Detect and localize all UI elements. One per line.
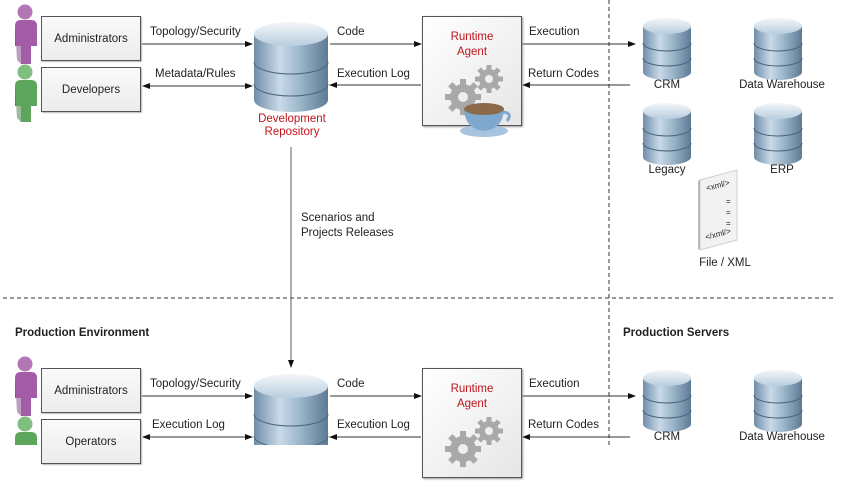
flow-label-metadata-rules: Metadata/Rules <box>155 68 236 80</box>
production-servers-title: Production Servers <box>623 327 730 339</box>
prod-flow-label-topology-security: Topology/Security <box>150 378 241 390</box>
architecture-diagram: <xml/> = = = </xml/> Administrators Deve… <box>3 0 836 478</box>
administrators-box: Administrators <box>41 16 141 61</box>
legacy-database-icon <box>642 103 692 165</box>
prod-runtime-agent-box: Runtime Agent <box>422 368 522 478</box>
person-purple-icon <box>15 4 37 64</box>
operators-label: Operators <box>65 435 117 448</box>
prod-flow-label-execution-log: Execution Log <box>337 419 410 431</box>
person-green-icon <box>15 64 37 122</box>
crm-database-icon <box>642 18 692 80</box>
xml-file-icon: <xml/> = = = </xml/> <box>698 169 738 251</box>
svg-text:=: = <box>726 197 731 206</box>
flow-label-execution: Execution <box>529 26 580 38</box>
prod-flow-label-return-codes: Return Codes <box>528 419 599 431</box>
development-repository-label: Development Repository <box>258 113 326 138</box>
administrators-label: Administrators <box>54 32 128 45</box>
data-warehouse-database-icon <box>753 18 803 80</box>
prod-data-warehouse-database-icon <box>753 370 803 432</box>
operators-box: Operators <box>41 419 141 464</box>
developers-label: Developers <box>61 83 121 96</box>
flow-label-topology-security: Topology/Security <box>150 26 241 38</box>
prod-server-label-data-warehouse: Data Warehouse <box>739 431 825 443</box>
prod-gears-icon <box>445 417 503 467</box>
person-purple-icon <box>15 356 37 416</box>
prod-server-label-crm: CRM <box>653 431 681 443</box>
server-label-crm: CRM <box>653 79 681 91</box>
development-repository-icon <box>253 22 329 112</box>
production-environment-title: Production Environment <box>15 327 150 339</box>
gears-coffee-icon <box>445 65 511 137</box>
production-repository-icon <box>253 374 329 445</box>
prod-administrators-label: Administrators <box>54 384 128 397</box>
runtime-agent-box: Runtime Agent <box>422 16 522 137</box>
flow-label-return-codes: Return Codes <box>528 68 599 80</box>
server-label-erp: ERP <box>770 164 794 176</box>
prod-flow-label-execution: Execution <box>529 378 580 390</box>
developers-box: Developers <box>41 67 141 112</box>
release-label: Scenarios and Projects Releases <box>301 212 394 239</box>
connectors: <xml/> = = = </xml/> <box>3 0 836 445</box>
person-green-icon <box>15 416 37 445</box>
server-label-legacy: Legacy <box>648 164 686 176</box>
svg-text:=: = <box>726 208 731 217</box>
server-label-data-warehouse: Data Warehouse <box>739 79 825 91</box>
prod-administrators-box: Administrators <box>41 368 141 413</box>
prod-runtime-agent-label: Runtime Agent <box>450 383 494 410</box>
runtime-agent-label: Runtime Agent <box>450 31 494 58</box>
prod-flow-label-code: Code <box>337 378 365 390</box>
svg-text:=: = <box>726 219 731 228</box>
flow-label-code: Code <box>337 26 365 38</box>
flow-label-execution-log: Execution Log <box>337 68 410 80</box>
prod-crm-database-icon <box>642 370 692 432</box>
prod-flow-label-execution-log-ops: Execution Log <box>152 419 225 431</box>
erp-database-icon <box>753 103 803 165</box>
server-label-file-xml: File / XML <box>699 257 751 269</box>
